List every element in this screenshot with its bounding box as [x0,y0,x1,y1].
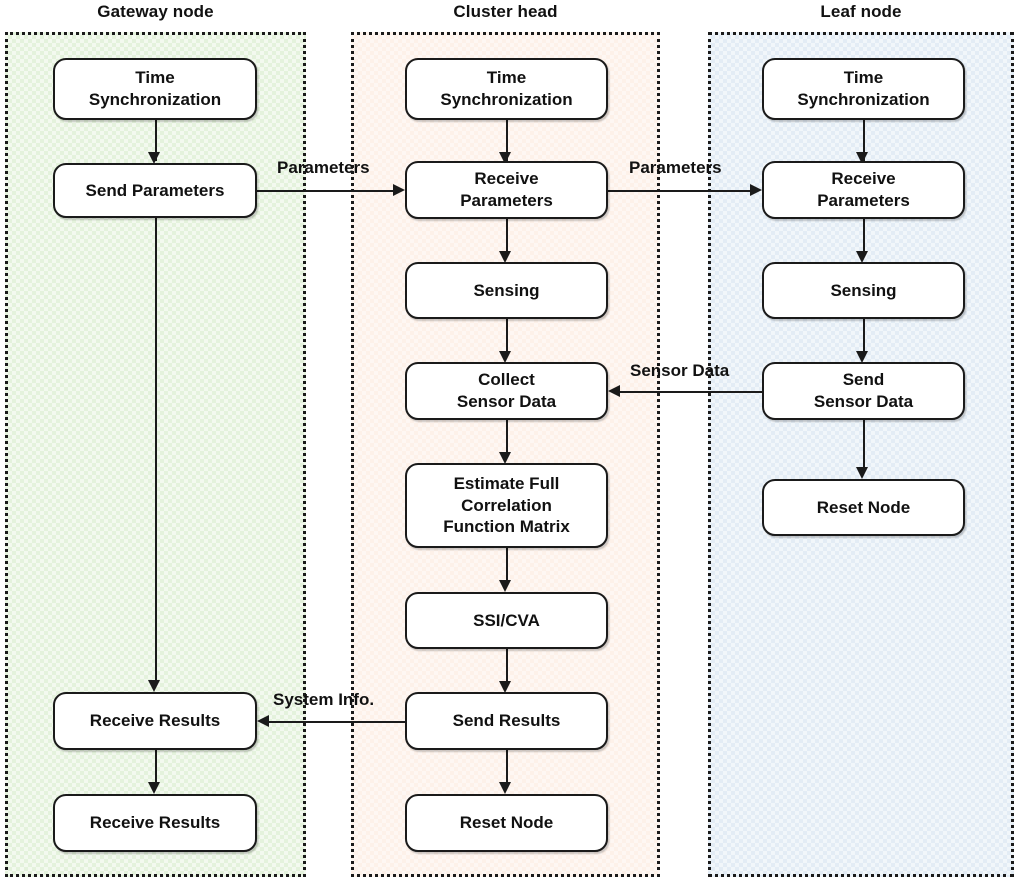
arrowhead-lf-reset-node [856,467,868,479]
connector-params-cluster-to-leaf [608,190,751,192]
node-cluster-ssi-cva[interactable]: SSI/CVA [405,592,608,649]
connector-gw-send-to-receive [155,218,157,681]
connector-lf-send-data-to-reset [863,420,865,468]
arrowhead-system-info-cluster-to-gateway [257,715,269,727]
node-label: Send Results [452,711,561,731]
node-leaf-reset-node[interactable]: Reset Node [762,479,965,536]
connector-lf-sensing-to-send-data [863,319,865,352]
connector-ch-send-results-to-reset [506,750,508,783]
node-label: Reset Node [816,497,911,517]
connector-lf-receive-to-sensing [863,219,865,252]
node-label: Sensing [473,280,540,300]
node-label: Send Parameters [85,180,225,200]
arrowhead-lf-send-data [856,351,868,363]
node-cluster-reset-node[interactable]: Reset Node [405,794,608,852]
node-cluster-send-results[interactable]: Send Results [405,692,608,750]
lane-title-gateway: Gateway node [97,2,214,21]
node-label: Sensing [830,280,897,300]
arrowhead-ch-collect-data [499,351,511,363]
node-gateway-send-parameters[interactable]: Send Parameters [53,163,257,218]
arrowhead-gw-receive-results [148,680,160,692]
node-leaf-sensing[interactable]: Sensing [762,262,965,319]
node-gateway-receive-results[interactable]: Receive Results [53,692,257,750]
edge-label-parameters-gw-ch: Parameters [277,158,370,177]
arrowhead-ch-send-results [499,681,511,693]
connector-gw-sync-to-send [155,120,157,161]
connector-gw-receive-to-receive2 [155,750,157,784]
connector-ch-collect-to-estimate [506,420,508,453]
node-label: Receive Results [89,711,221,731]
arrowhead-ch-estimate [499,452,511,464]
connector-ch-sensing-to-collect [506,319,508,352]
arrowhead-gw-receive-results2 [148,782,160,794]
edge-label-parameters-ch-lf: Parameters [629,158,722,177]
connector-ch-ssi-to-send-results [506,649,508,682]
connector-system-info-cluster-to-gateway [269,721,405,723]
arrowhead-sensor-data-leaf-to-cluster [608,385,620,397]
node-cluster-sensing[interactable]: Sensing [405,262,608,319]
connector-ch-sync-to-receive [506,120,508,161]
edge-label-system-info: System Info. [273,690,375,709]
node-label: Receive Results [89,813,221,833]
arrowhead-params-cluster-to-leaf [750,184,762,196]
connector-sensor-data-leaf-to-cluster [620,391,762,393]
lane-panel-leaf [708,32,1014,877]
lane-title-leaf: Leaf node [820,2,902,21]
edge-label-sensor-data: Sensor Data [630,361,730,380]
lane-title-cluster-head: Cluster head [453,2,558,21]
node-label: SSI/CVA [473,610,540,630]
arrowhead-params-gateway-to-cluster [393,184,405,196]
arrowhead-ch-ssi-cva [499,580,511,592]
connector-ch-receive-to-sensing [506,219,508,252]
connector-params-gateway-to-cluster [257,190,394,192]
connector-lf-sync-to-receive [863,120,865,161]
arrowhead-ch-reset-node [499,782,511,794]
connector-ch-estimate-to-ssi [506,548,508,581]
arrowhead-gw-send-params [148,152,160,164]
arrowhead-ch-sensing [499,251,511,263]
arrowhead-lf-sensing [856,251,868,263]
node-gateway-receive-results-2[interactable]: Receive Results [53,794,257,852]
node-label: Reset Node [459,813,554,833]
